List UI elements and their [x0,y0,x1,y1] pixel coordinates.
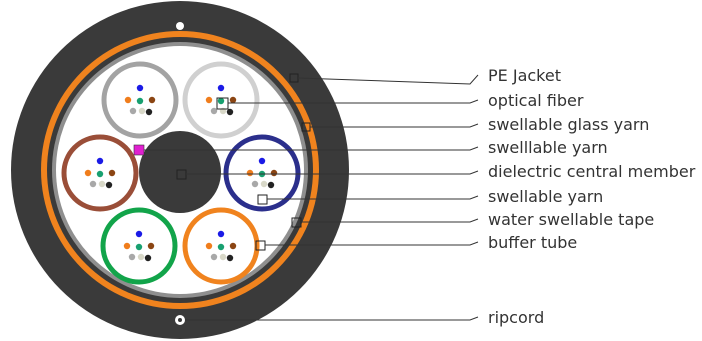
optical-fiber-dot [105,181,113,189]
swellable-glass-yarn-leader [310,123,479,128]
optical-fiber-dot [217,243,225,251]
ripcord-hole-center [178,318,182,322]
label-swelllable-yarn: swelllable yarn [488,138,608,157]
label-swellable-glass-yarn: swellable glass yarn [488,115,649,134]
optical-fiber-dot [270,169,278,177]
optical-fiber-dot [136,84,144,92]
optical-fiber-dot [226,108,234,116]
optical-fiber-dot [258,157,266,165]
optical-fiber-dot [210,253,218,261]
optical-fiber-dot [267,181,275,189]
label-buffer-tube: buffer tube [488,233,577,252]
optical-fiber-dot [229,242,237,250]
optical-fiber-dot [251,180,259,188]
optical-fiber-dot [217,84,225,92]
optical-fiber-dot [260,180,268,188]
optical-fiber-dot [98,180,106,188]
buffer-tube-leader [265,241,479,246]
optical-fiber-dot [210,107,218,115]
optical-fiber-dot [138,107,146,115]
label-water-swellable-tape: water swellable tape [488,210,654,229]
optical-fiber-dot [219,253,227,261]
optical-fiber-dot [147,242,155,250]
optical-fiber-dot [226,254,234,262]
optical-fiber-dot [217,97,225,105]
optical-fiber-dot [96,157,104,165]
dielectric-central-member [139,131,221,213]
label-swellable-yarn: swellable yarn [488,187,603,206]
label-ripcord: ripcord [488,308,544,327]
optical-fiber-dot [124,96,132,104]
optical-fiber-dot [229,96,237,104]
optical-fiber-dot [84,169,92,177]
label-dielectric-central-member: dielectric central member [488,162,696,181]
optical-fiber-dot [148,96,156,104]
optical-fiber-dot [144,254,152,262]
swelllable-yarn-leader [144,146,479,151]
optical-fiber-dot [137,253,145,261]
label-optical-fiber: optical fiber [488,91,584,110]
top-ripcord-hole [176,22,184,30]
pe-jacket-leader [297,74,479,85]
optical-fiber-dot [136,97,144,105]
optical-fiber-dot [205,96,213,104]
swellable-yarn-leader [267,195,479,200]
optical-fiber-leader [228,99,479,104]
central-member-leader [186,170,479,175]
optical-fiber-dot [128,253,136,261]
optical-fiber-dot [108,169,116,177]
optical-fiber-dot [135,243,143,251]
label-pe-jacket: PE Jacket [488,66,561,85]
optical-fiber-dot [135,230,143,238]
optical-fiber-dot [129,107,137,115]
optical-fiber-dot [205,242,213,250]
optical-fiber-dot [89,180,97,188]
optical-fiber-dot [145,108,153,116]
optical-fiber-dot [217,230,225,238]
swelllable-yarn-marker [133,144,145,156]
optical-fiber-dot [123,242,131,250]
optical-fiber-dot [96,170,104,178]
ripcord-leader [185,316,479,321]
water-swellable-tape-leader [301,218,479,223]
optical-fiber-dot [246,169,254,177]
